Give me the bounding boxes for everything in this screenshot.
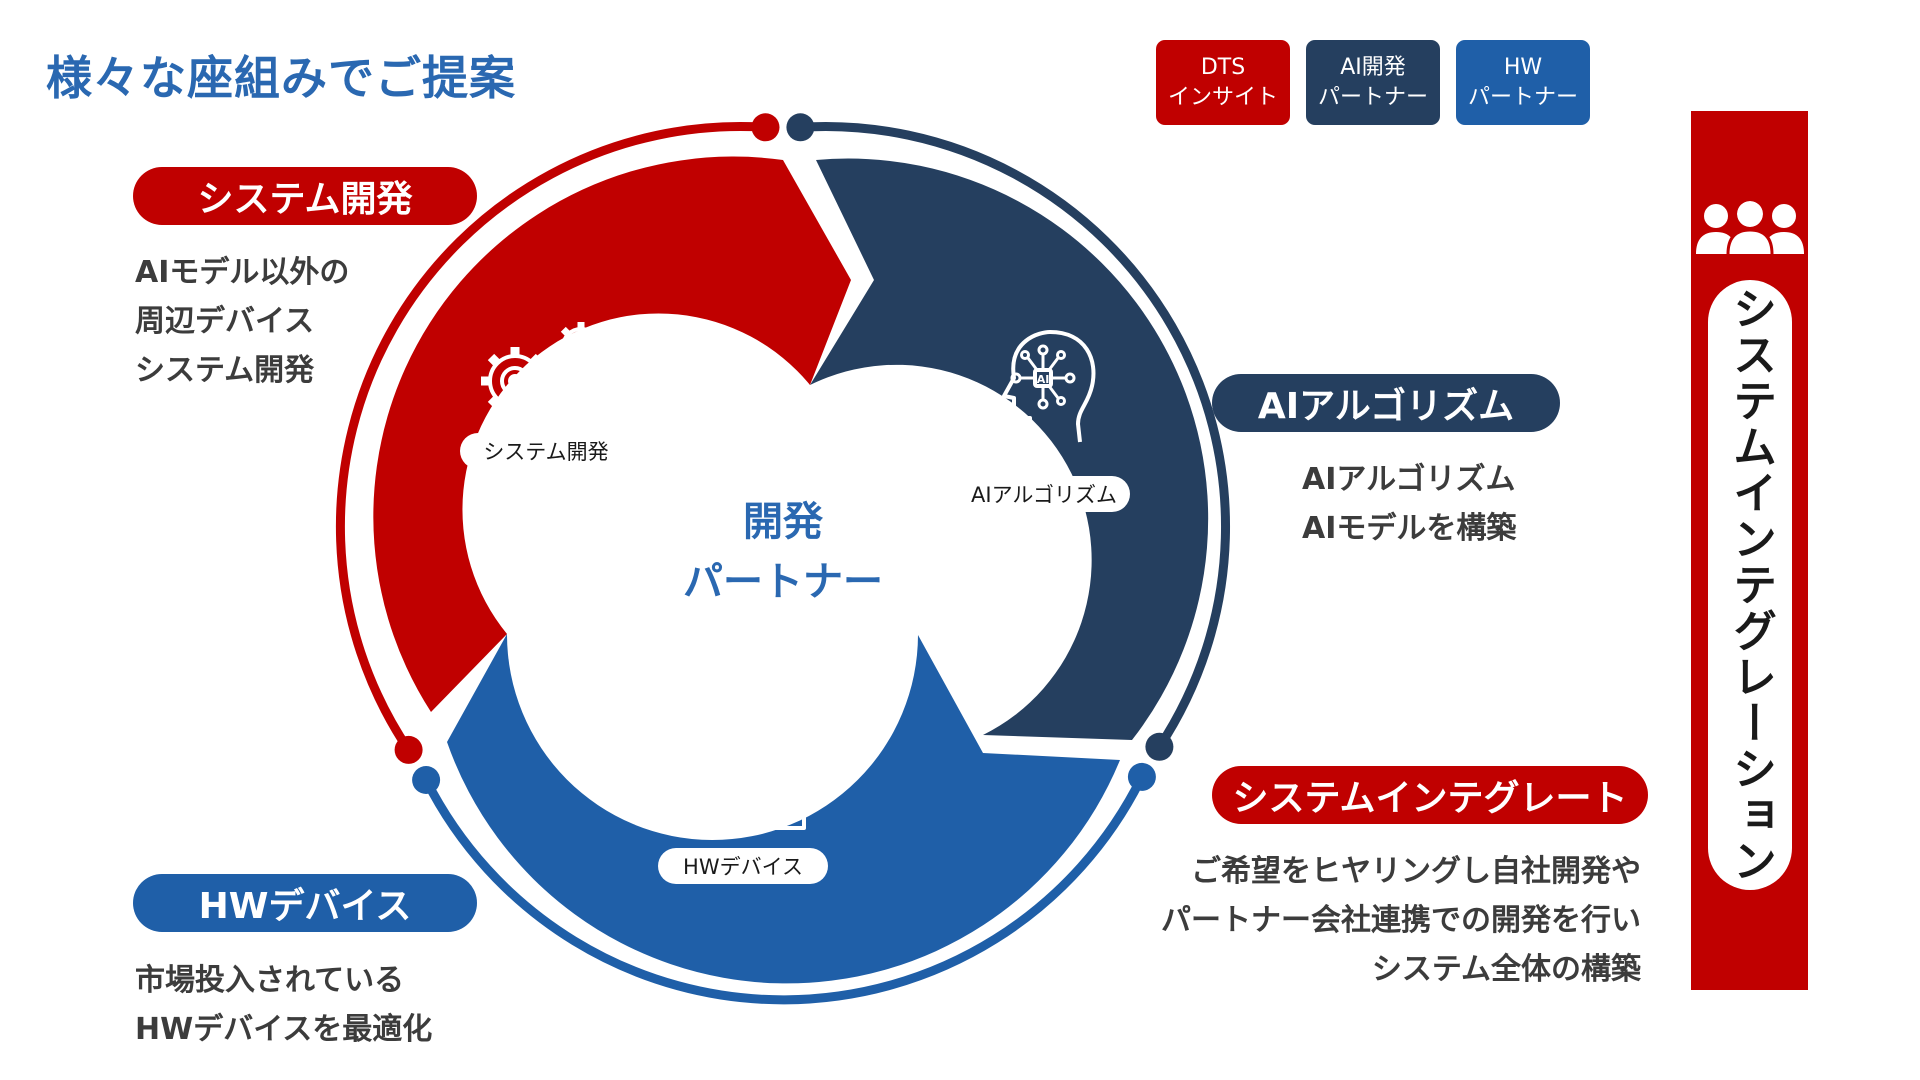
outer-arc-blue	[421, 772, 1147, 1005]
ai-brain-head-icon: AI	[1002, 330, 1096, 443]
hw-device-line-2: HWデバイスを最適化	[135, 1012, 433, 1047]
hw-device-line-1: 市場投入されている	[135, 963, 405, 998]
ai-algorithm-description: AIアルゴリズム AIモデルを構築	[1302, 455, 1516, 553]
ai-algorithm-heading: AIアルゴリズム	[1212, 374, 1560, 432]
gears-icon	[481, 322, 606, 416]
page-title: 様々な座組みでご提案	[46, 51, 516, 105]
system-dev-line-3: システム開発	[135, 353, 315, 388]
segment-label-hw-device-badge	[658, 848, 828, 884]
system-integrate-line-1: ご希望をヒヤリングし自社開発や	[1191, 854, 1641, 889]
segment-label-ai-algorithm: AIアルゴリズム	[971, 483, 1117, 507]
hw-device-description: 市場投入されている HWデバイスを最適化	[135, 956, 432, 1054]
segment-label-ai-algorithm-badge	[958, 476, 1130, 512]
segment-label-system-dev-badge	[460, 433, 632, 469]
outer-arc-red	[335, 122, 770, 755]
segment-hw-device	[447, 634, 1120, 984]
legend-hw-partner: HW パートナー	[1456, 40, 1590, 125]
segment-system-dev	[373, 156, 851, 712]
ai-algorithm-line-2: AIモデルを構築	[1302, 511, 1517, 546]
segment-ai-algorithm	[810, 158, 1209, 740]
system-integrate-line-2: パートナー会社連携での開発を行い	[1161, 903, 1641, 938]
arc-dot-navy-top	[786, 113, 815, 142]
arc-dot-navy-bottom	[1145, 732, 1174, 761]
camera-icon	[680, 736, 806, 830]
ai-chip-label: AI	[1037, 373, 1050, 386]
center-circle	[631, 385, 935, 689]
arc-dot-red-top	[751, 113, 780, 142]
system-integration-label-panel: システムインテグレーション	[1708, 280, 1792, 890]
legend-dts-insight: DTS インサイト	[1156, 40, 1290, 125]
system-integration-label: システムインテグレーション	[1725, 286, 1776, 884]
hw-device-heading: HWデバイス	[133, 874, 477, 932]
legend-ai-partner: AI開発 パートナー	[1306, 40, 1440, 125]
system-integrate-description: ご希望をヒヤリングし自社開発や パートナー会社連携での開発を行い システム全体の…	[1100, 847, 1641, 994]
system-dev-description: AIモデル以外の 周辺デバイス システム開発	[135, 248, 349, 395]
system-dev-line-1: AIモデル以外の	[135, 255, 350, 290]
ai-algorithm-line-1: AIアルゴリズム	[1302, 462, 1516, 497]
system-dev-line-2: 周辺デバイス	[135, 304, 315, 339]
people-group-icon	[1696, 198, 1804, 255]
arc-dot-blue-left	[412, 766, 441, 794]
system-dev-heading: システム開発	[133, 167, 477, 225]
arc-dot-blue-right	[1127, 762, 1156, 791]
system-integrate-line-3: システム全体の構築	[1371, 952, 1641, 987]
center-label-line2: パートナー	[683, 559, 883, 605]
system-integrate-heading: システムインテグレート	[1212, 766, 1648, 824]
segment-label-system-dev: システム開発	[483, 440, 608, 464]
outer-arc-navy	[795, 122, 1231, 752]
segment-label-hw-device: HWデバイス	[683, 855, 803, 879]
center-label-line1: 開発	[743, 499, 824, 545]
arc-dot-red-bottom	[394, 735, 423, 764]
